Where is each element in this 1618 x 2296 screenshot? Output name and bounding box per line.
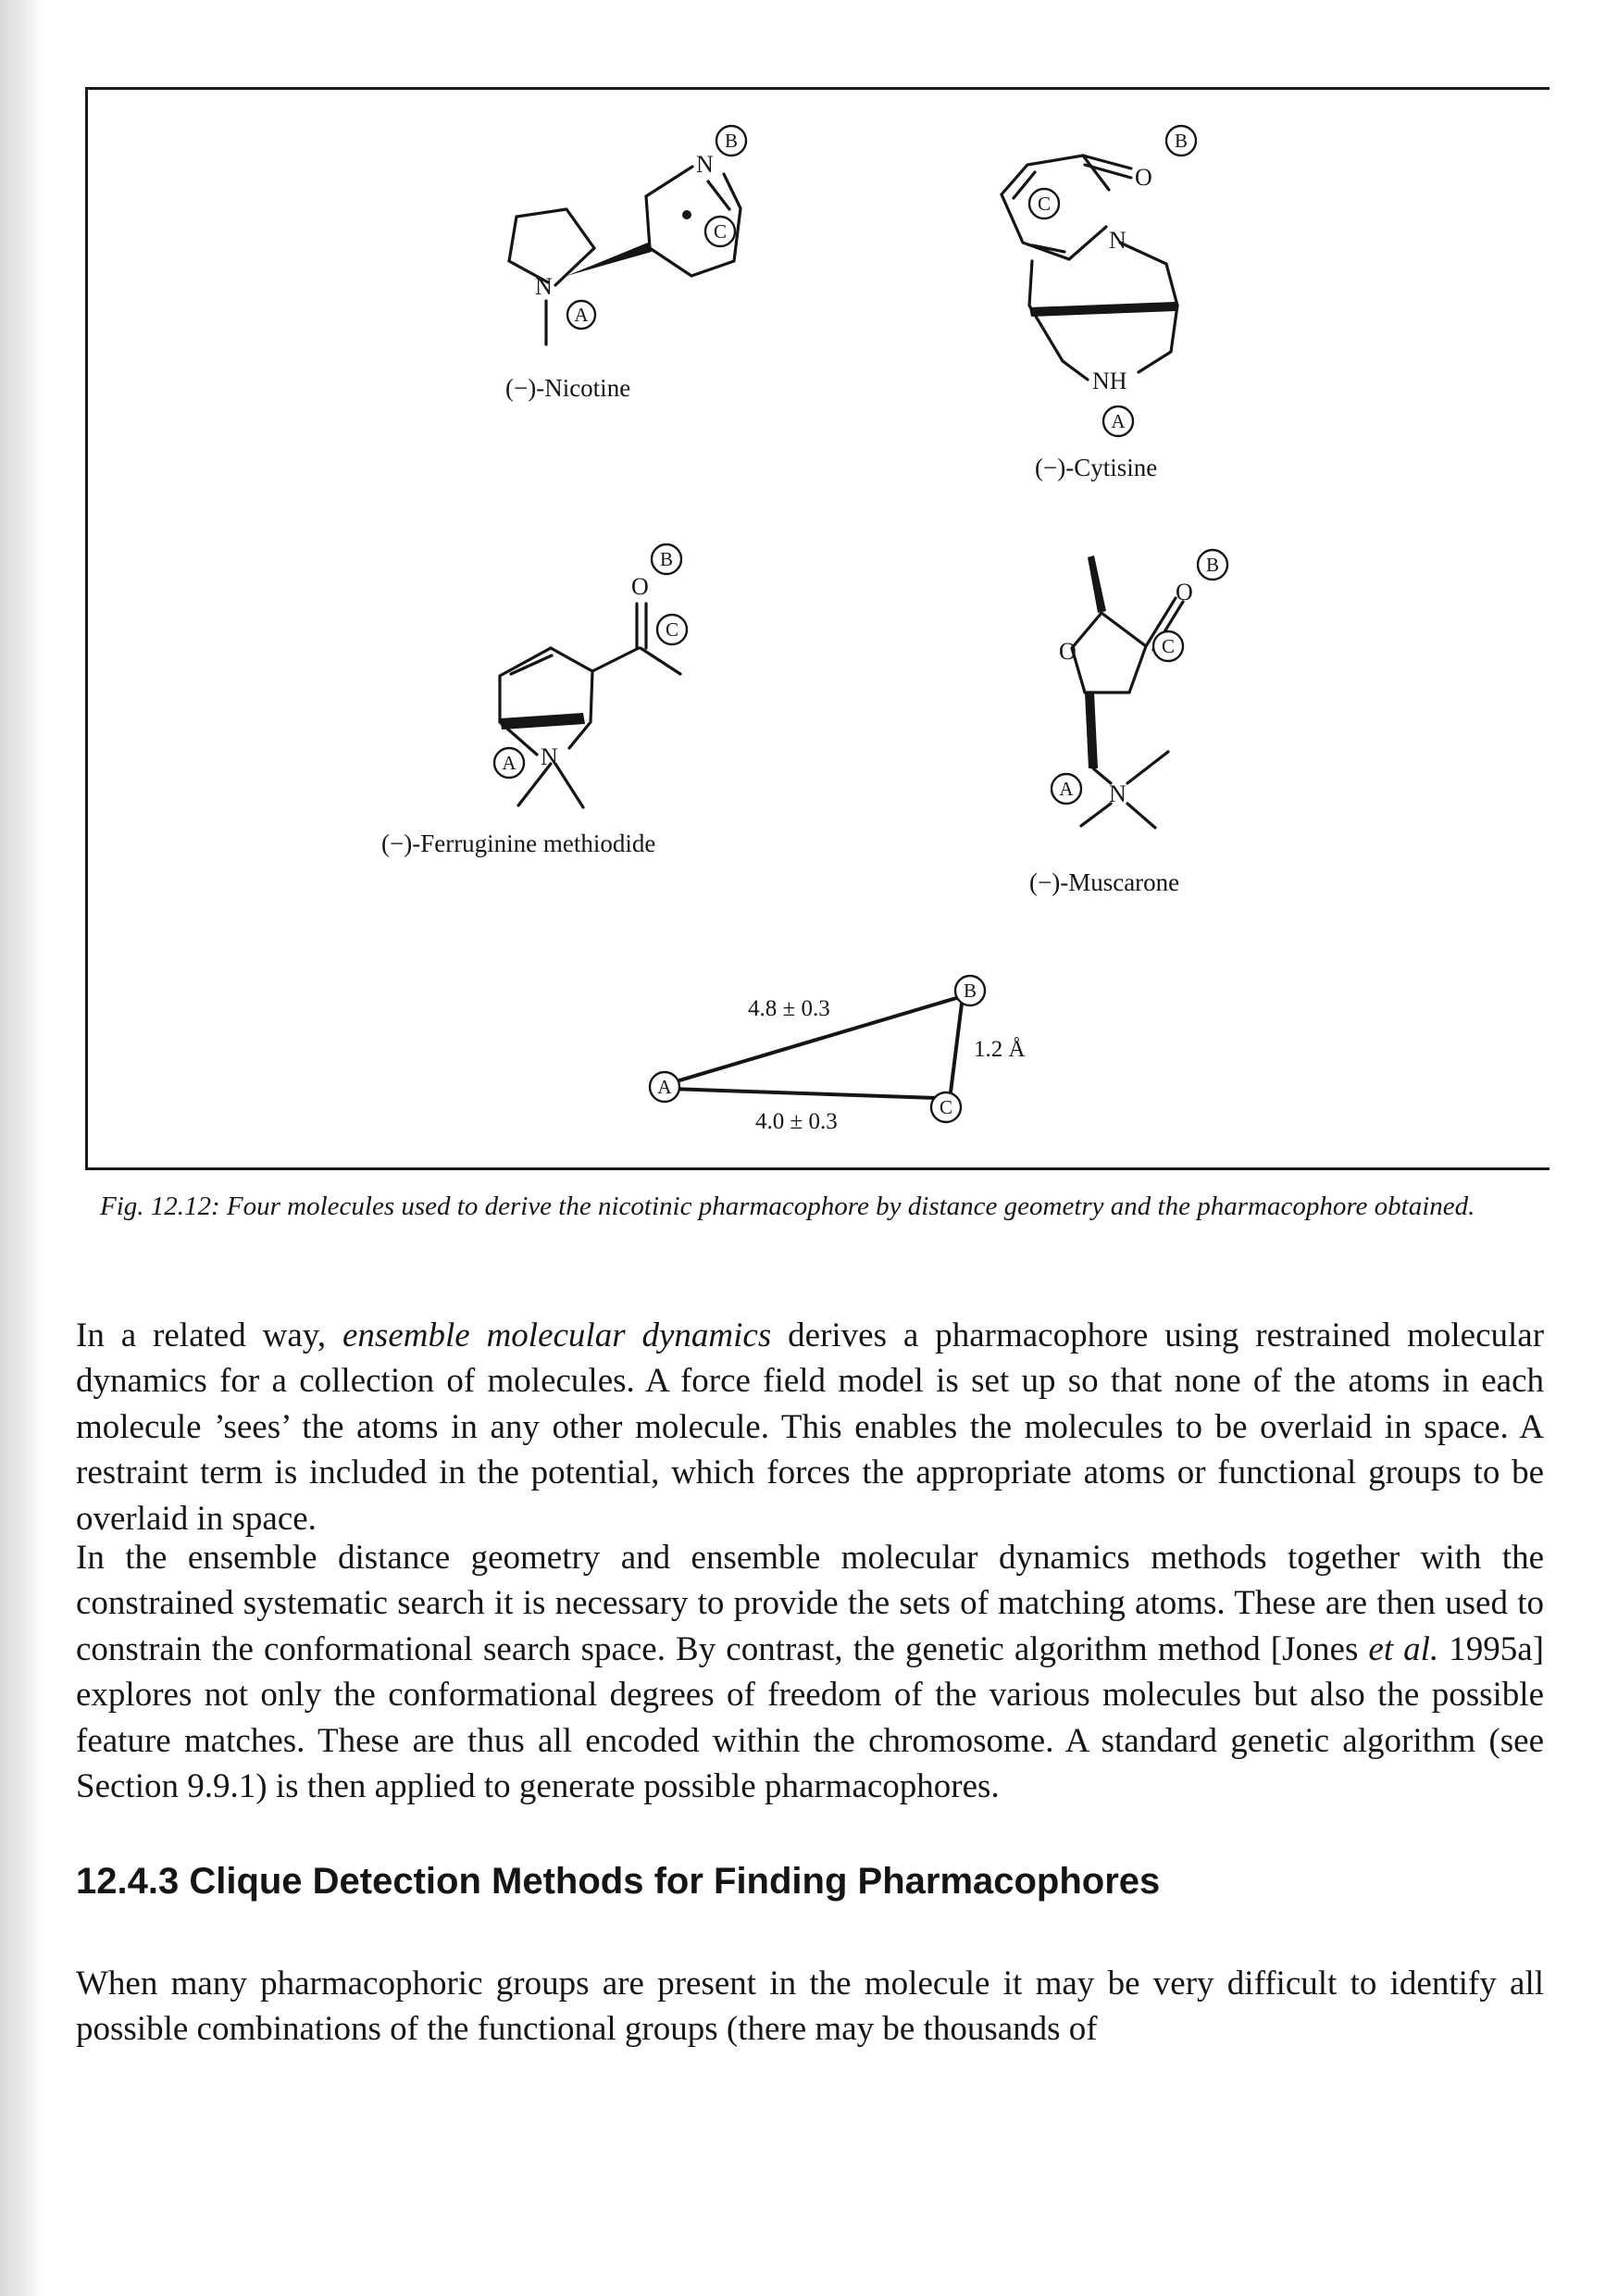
- muscarone-n-methyl-1: [1126, 750, 1170, 785]
- cytisine-site-c: C: [1038, 193, 1051, 215]
- distance-ac-label: 4.0 ± 0.3: [755, 1109, 838, 1134]
- distance-ab-label: 4.8 ± 0.3: [748, 996, 830, 1021]
- cytisine-double-bond-2: [1030, 243, 1066, 254]
- nicotine-site-a-circle: [566, 299, 597, 331]
- muscarone-ch2-n-bond: [1091, 767, 1113, 785]
- paragraph-genetic-algorithm: In the ensemble distance geometry and en…: [76, 1535, 1544, 1809]
- cytisine-site-a-circle: [1101, 405, 1135, 438]
- label-nicotine: (−)-Nicotine: [505, 374, 631, 402]
- ferruginine-double-bond: [509, 654, 554, 676]
- nicotine-pyrrolidine-n: N: [535, 273, 553, 300]
- nicotine-site-c-circle: [703, 215, 737, 248]
- nicotine-aromatic-dot: [682, 210, 691, 219]
- ferruginine-ring-left: [498, 674, 539, 756]
- cytisine-o: O: [1135, 164, 1152, 191]
- paragraph-2-start: In the ensemble distance geometry and en…: [76, 1539, 1544, 1668]
- scan-edge-shading: [0, 0, 43, 2296]
- ferruginine-n-methyl-1: [517, 762, 553, 807]
- edge-a-b: [669, 994, 964, 1085]
- pharmacophore-site-c: C: [940, 1096, 952, 1118]
- figure-frame: [85, 87, 1550, 1170]
- cytisine-nh: NH: [1092, 368, 1127, 394]
- nicotine-site-a: A: [574, 304, 589, 326]
- nicotine-pyridine-left: [644, 165, 694, 250]
- muscarone-c-o-bond: [1144, 596, 1177, 648]
- nicotine-site-c: C: [714, 220, 727, 243]
- cytisine-cage-bottom: [1137, 304, 1179, 374]
- cytisine-ring-n: N: [1109, 227, 1126, 254]
- cytisine-c-o-bond-2: [1083, 163, 1133, 180]
- muscarone-carbonyl-o: O: [1176, 579, 1193, 605]
- label-ferruginine-methiodide: (−)-Ferruginine methiodide: [381, 830, 656, 857]
- muscarone-n-methyl-2: [1079, 802, 1113, 828]
- paragraph-1-term: ensemble molecular dynamics: [342, 1316, 772, 1354]
- ferruginine-n: N: [541, 743, 558, 770]
- paragraph-2-rest: 1995a] explores not only the conformatio…: [76, 1629, 1545, 1805]
- muscarone-site-b-circle: [1196, 548, 1229, 581]
- muscarone-side-wedge: [1085, 693, 1098, 768]
- ferruginine-acyl-bond: [591, 646, 641, 673]
- muscarone-top-wedge: [1088, 555, 1106, 613]
- pharmacophore-site-a-circle: [648, 1070, 681, 1104]
- ferruginine-o: O: [631, 573, 649, 600]
- ferruginine-site-b: B: [660, 548, 673, 570]
- cytisine-site-a: A: [1111, 410, 1126, 432]
- nicotine-pyridine-n: N: [696, 151, 714, 178]
- muscarone-site-c-circle: [1151, 630, 1185, 663]
- cytisine-cage-right: [1118, 241, 1179, 307]
- cytisine-c-o-bond: [1081, 154, 1133, 170]
- paragraph-ensemble-md: In a related way, ensemble molecular dyn…: [76, 1313, 1544, 1541]
- paragraph-clique-intro: When many pharmacophoric groups are pres…: [76, 1965, 1544, 2049]
- cytisine-site-b-circle: [1164, 124, 1198, 157]
- label-muscarone: (−)-Muscarone: [1029, 868, 1180, 896]
- muscarone-site-a: A: [1059, 778, 1074, 800]
- muscarone-n-methyl-3: [1126, 802, 1157, 830]
- muscarone-ring-o: O: [1059, 638, 1077, 665]
- ferruginine-n-methyl-2: [554, 762, 585, 809]
- label-cytisine: (−)-Cytisine: [1035, 454, 1158, 481]
- cytisine-double-bond-1: [1012, 170, 1037, 200]
- ferruginine-site-c: C: [666, 618, 678, 641]
- muscarone-structure: O O N B C A: [1050, 548, 1229, 830]
- ferruginine-site-a: A: [502, 752, 517, 774]
- ferruginine-methyl-bond: [639, 646, 682, 676]
- nicotine-pyridine-right: [648, 172, 742, 278]
- pharmacophore-site-c-circle: [929, 1091, 963, 1124]
- nicotine-double-bond: [706, 180, 731, 211]
- nicotine-structure: N N A B C: [507, 124, 748, 346]
- pharmacophore-site-b: B: [964, 980, 977, 1002]
- cytisine-site-b: B: [1175, 130, 1188, 152]
- nicotine-site-b: B: [725, 130, 738, 152]
- paragraph-2-etal: et al.: [1368, 1629, 1439, 1668]
- ferruginine-structure: N O B C A: [492, 543, 689, 809]
- muscarone-n: N: [1109, 780, 1126, 807]
- paragraph-1-start: In a related way,: [76, 1316, 342, 1354]
- section-heading: 12.4.3 Clique Detection Methods for Find…: [76, 1861, 1161, 1902]
- nicotine-site-b-circle: [715, 124, 748, 157]
- cytisine-cage-left: [1027, 259, 1089, 381]
- cytisine-site-c-circle: [1027, 187, 1061, 220]
- paragraph-1-rest: derives a pharmacophore using restrained…: [76, 1316, 1545, 1538]
- nicotine-wedge-bond: [566, 243, 652, 276]
- edge-a-c: [669, 1087, 938, 1100]
- muscarone-site-a-circle: [1050, 772, 1083, 805]
- ferruginine-site-a-circle: [492, 746, 526, 780]
- edge-b-c: [948, 995, 965, 1101]
- figure-caption: Fig. 12.12: Four molecules used to deriv…: [100, 1192, 1475, 1221]
- distance-bc-label: 1.2 Å: [974, 1037, 1026, 1062]
- cytisine-structure: N O NH B C A: [1000, 124, 1198, 438]
- muscarone-site-b: B: [1206, 554, 1219, 576]
- ferruginine-site-b-circle: [650, 543, 683, 576]
- ferruginine-bridge-bond: [500, 713, 585, 730]
- ferruginine-site-c-circle: [655, 613, 689, 646]
- muscarone-furanone-ring: [1070, 611, 1148, 694]
- pharmacophore-site-b-circle: [953, 974, 987, 1007]
- pharmacophore-triangle: A B C: [648, 974, 987, 1124]
- cytisine-bridge-bond: [1029, 302, 1177, 317]
- pharmacophore-site-a: A: [657, 1076, 672, 1098]
- nicotine-pyrrolidine-ring: [507, 207, 597, 287]
- muscarone-site-c: C: [1162, 635, 1175, 657]
